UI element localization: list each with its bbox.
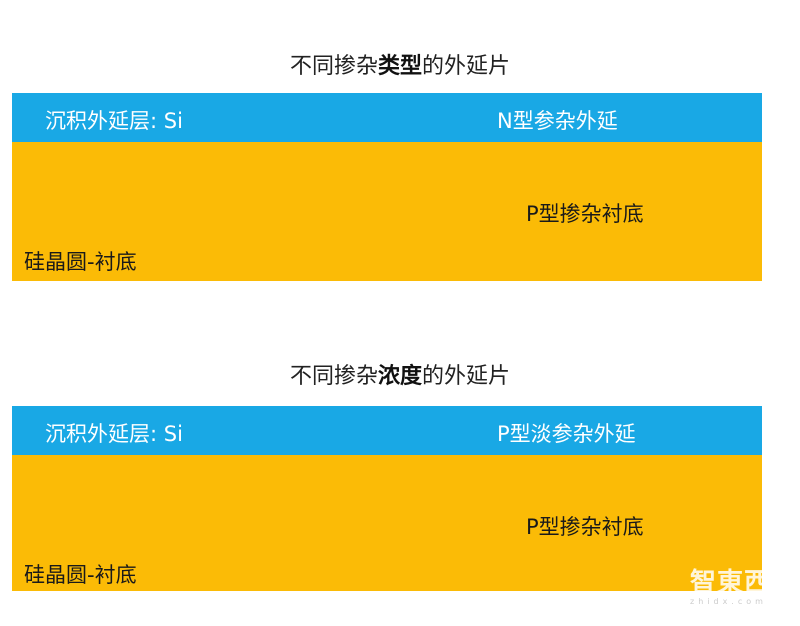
title-suffix: 的外延片 xyxy=(422,54,511,79)
epi-layer-label-1: 沉积外延层: Si xyxy=(45,109,183,133)
epitaxial-layer-2 xyxy=(12,406,762,455)
substrate-label-2: 硅晶圆-衬底 xyxy=(24,563,137,587)
diagram-2-title: 不同掺杂浓度的外延片 xyxy=(0,358,800,390)
substrate-type-label-2: P型掺杂衬底 xyxy=(526,515,644,539)
watermark-text: 智東西 xyxy=(690,568,772,598)
substrate-1 xyxy=(12,142,762,281)
watermark-subtext: zhidx.com xyxy=(690,597,767,606)
substrate-2 xyxy=(12,455,762,591)
diagram-1-title: 不同掺杂类型的外延片 xyxy=(0,48,800,80)
epi-layer-label-2: 沉积外延层: Si xyxy=(45,422,183,446)
substrate-label-1: 硅晶圆-衬底 xyxy=(24,250,137,274)
watermark-logo: 智東西 zhidx.com xyxy=(690,562,771,606)
title-prefix: 不同掺杂 xyxy=(289,364,378,389)
title-suffix: 的外延片 xyxy=(422,364,511,389)
epitaxial-layer-1 xyxy=(12,93,762,142)
title-emphasis: 浓度 xyxy=(377,364,422,389)
title-emphasis: 类型 xyxy=(377,54,422,79)
title-prefix: 不同掺杂 xyxy=(289,54,378,79)
epi-type-label-1: N型参杂外延 xyxy=(497,109,618,133)
substrate-type-label-1: P型掺杂衬底 xyxy=(526,202,644,226)
epi-type-label-2: P型淡参杂外延 xyxy=(497,422,636,446)
